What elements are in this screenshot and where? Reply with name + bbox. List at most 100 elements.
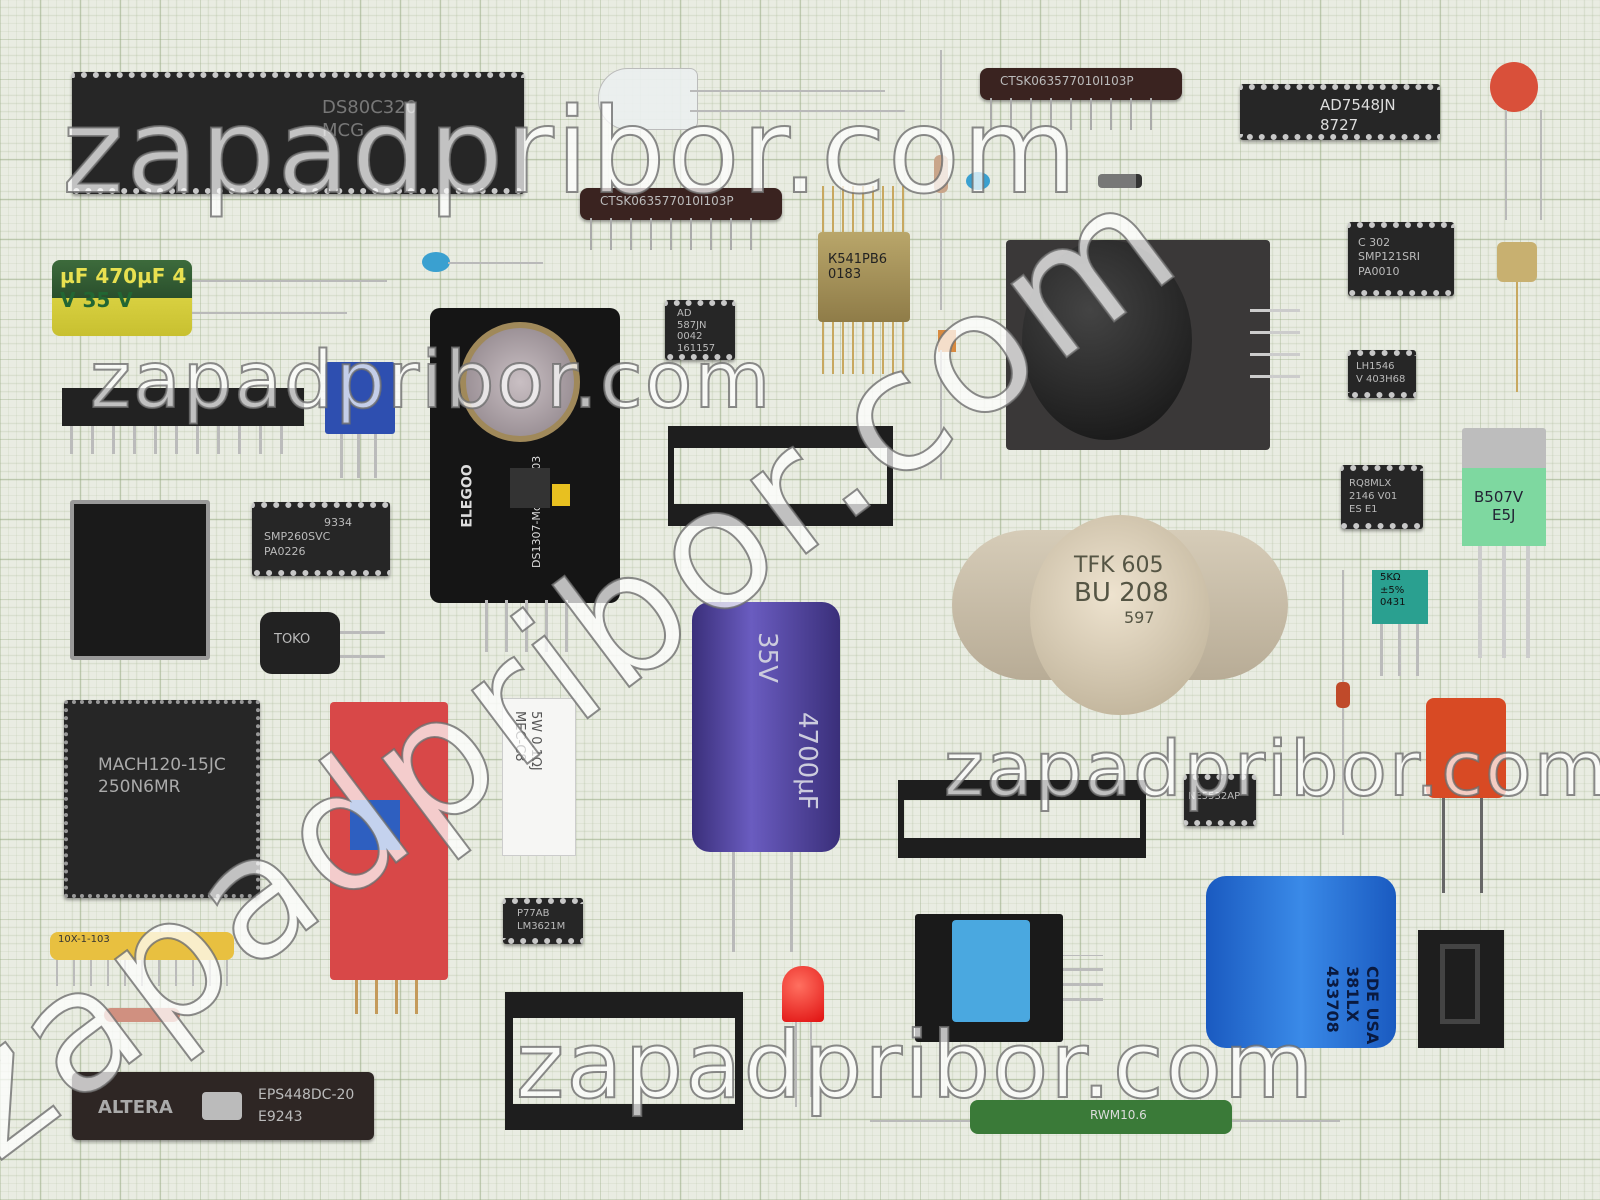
chip-label: ±5% <box>1380 584 1405 596</box>
dht-sensor <box>952 920 1030 1022</box>
eprom-window <box>202 1092 242 1120</box>
chip-label: DS80C320 <box>322 97 418 118</box>
header-pins <box>355 980 425 1014</box>
chip-pins <box>822 186 906 232</box>
segment <box>1440 944 1480 1024</box>
soic-smp121: C 302 SMP121SRI PA0010 <box>1348 222 1454 296</box>
chip-label: E5J <box>1492 506 1516 524</box>
chip-label: 9334 <box>324 516 352 529</box>
ic-socket <box>898 780 1146 858</box>
ceramic-capacitor-blue <box>966 172 990 190</box>
chip-label: CTSK063577010I103P <box>1000 74 1134 88</box>
ic-socket-adapter <box>70 500 210 660</box>
chip-label: 0431 <box>1380 597 1406 608</box>
chip-label: ES E1 <box>1349 504 1378 515</box>
chip-label: AD <box>677 308 692 319</box>
ceramic-capacitor-red <box>1490 62 1538 112</box>
chip-label: 161157 <box>677 342 716 354</box>
joystick-knob <box>1022 240 1192 440</box>
header-pins <box>485 600 575 652</box>
cap-lead <box>1505 110 1507 220</box>
led-lead <box>690 90 885 92</box>
inductor-leads <box>340 622 385 658</box>
chip-label: 0042 <box>677 331 703 342</box>
soic-smp260: 9334 SMP260SVC PA0226 <box>252 502 390 576</box>
inductor-toko: TOKO <box>260 612 340 674</box>
header-pins <box>1063 955 1103 1001</box>
fuse-lead <box>1442 798 1445 893</box>
cap-lead <box>1540 110 1542 220</box>
cap-label: 4700µF <box>792 712 822 810</box>
chip-label: P77AB <box>517 908 550 919</box>
cap-lead <box>732 852 735 952</box>
ptc-fuse-red <box>1426 698 1506 798</box>
to220-transistor: B507V E5J <box>1462 468 1546 546</box>
resistor <box>104 1008 180 1022</box>
led-lead <box>690 110 905 112</box>
chip-label: NE5532AP <box>1188 791 1241 802</box>
cap-lead <box>192 312 347 314</box>
diode <box>1098 174 1142 188</box>
trimmer-blue <box>325 362 395 434</box>
led-lead <box>810 1022 812 1097</box>
cap-label: 433708 <box>1323 966 1342 1033</box>
brand-label: ALTERA <box>98 1097 173 1118</box>
electrolytic-capacitor-green: µF 470µF 4 V 35 V <box>52 260 192 336</box>
dip-ic-ad587: AD 587JN 0042 161157 <box>665 300 735 360</box>
to3-transistor: TFK 605 BU 208 597 <box>1030 515 1210 715</box>
chip-label: MACH120-15JC <box>98 755 226 775</box>
cap-label: 381LX <box>1343 966 1362 1022</box>
cap-lead <box>790 852 793 952</box>
to39-transistor <box>1497 242 1537 282</box>
led-lead <box>795 1022 797 1107</box>
trimmer-5k: 5KΩ ±5% 0431 <box>1372 570 1428 624</box>
ds1307-module: ELEGOO DS1307-Module-V03 <box>430 308 620 603</box>
chip-label: 597 <box>1124 608 1155 627</box>
zener-diode <box>1336 682 1350 708</box>
electrolytic-capacitor-blue: CDE USA 381LX 433708 <box>1206 876 1396 1048</box>
soic-lm3621: P77AB LM3621M <box>503 898 583 944</box>
ic-socket <box>505 992 743 1130</box>
dip-ic-lh1546: LH1546 V 403H68 <box>1348 350 1416 398</box>
red-led <box>782 966 824 1022</box>
chip-label: К541РВ6 <box>828 252 888 267</box>
chip-label: 8727 <box>1320 115 1359 134</box>
watermark: zapadpribor.com <box>61 81 1079 221</box>
electrolytic-capacitor-purple: 35V 4700µF <box>692 602 840 852</box>
wirewound-resistor-green: RWM10.6 <box>970 1100 1232 1134</box>
transistor-lead <box>1516 282 1518 392</box>
chip-label: E9243 <box>258 1109 303 1125</box>
chip-label: BU 208 <box>1074 578 1169 608</box>
resnet-pins <box>56 960 228 986</box>
resnet-label: 10X-1-103 <box>58 934 110 945</box>
chip-label: 2146 V01 <box>1349 491 1398 502</box>
inductor-label: TOKO <box>274 632 311 647</box>
plcc-mach120: MACH120-15JC 250N6MR <box>64 700 260 898</box>
chip-label: LH1546 <box>1356 361 1395 372</box>
watermark: zapadpribor.com <box>943 723 1600 814</box>
watermark: zapadpribor.com <box>515 1011 1316 1120</box>
metal-ic-k541: К541РВ6 0183 <box>818 232 910 322</box>
chip-label: SMP260SVC <box>264 530 331 544</box>
ic-socket <box>668 426 893 526</box>
header-pins <box>70 426 300 454</box>
soic-rq8mlx: RQ8MLX 2146 V01 ES E1 <box>1341 465 1423 529</box>
small-resistor <box>934 155 948 193</box>
trimmer-blue <box>350 800 400 850</box>
cap-label: V 35 V <box>60 288 133 312</box>
cap-lead <box>192 280 387 282</box>
rtc-chip <box>510 468 550 508</box>
chip-label: TFK 605 <box>1074 553 1164 578</box>
chip-label: PA0010 <box>1358 264 1400 278</box>
pin-header-strip <box>62 388 304 426</box>
cap-label: CDE USA <box>1363 966 1382 1045</box>
dip-ic-ds80c320: DS80C320 MCG <box>72 72 524 194</box>
chip-label: MCG <box>322 120 365 142</box>
resistor-label: RWM10.6 <box>1090 1108 1147 1122</box>
cap-label: µF 470µF 4 <box>60 264 187 288</box>
resistor-network: CTSK063577010I103P <box>580 188 782 220</box>
chip-label: 0183 <box>828 267 862 282</box>
seven-segment-display <box>1418 930 1504 1048</box>
chip-label: LM3621M <box>517 921 566 932</box>
chip-label: AD7548JN <box>1320 96 1396 114</box>
